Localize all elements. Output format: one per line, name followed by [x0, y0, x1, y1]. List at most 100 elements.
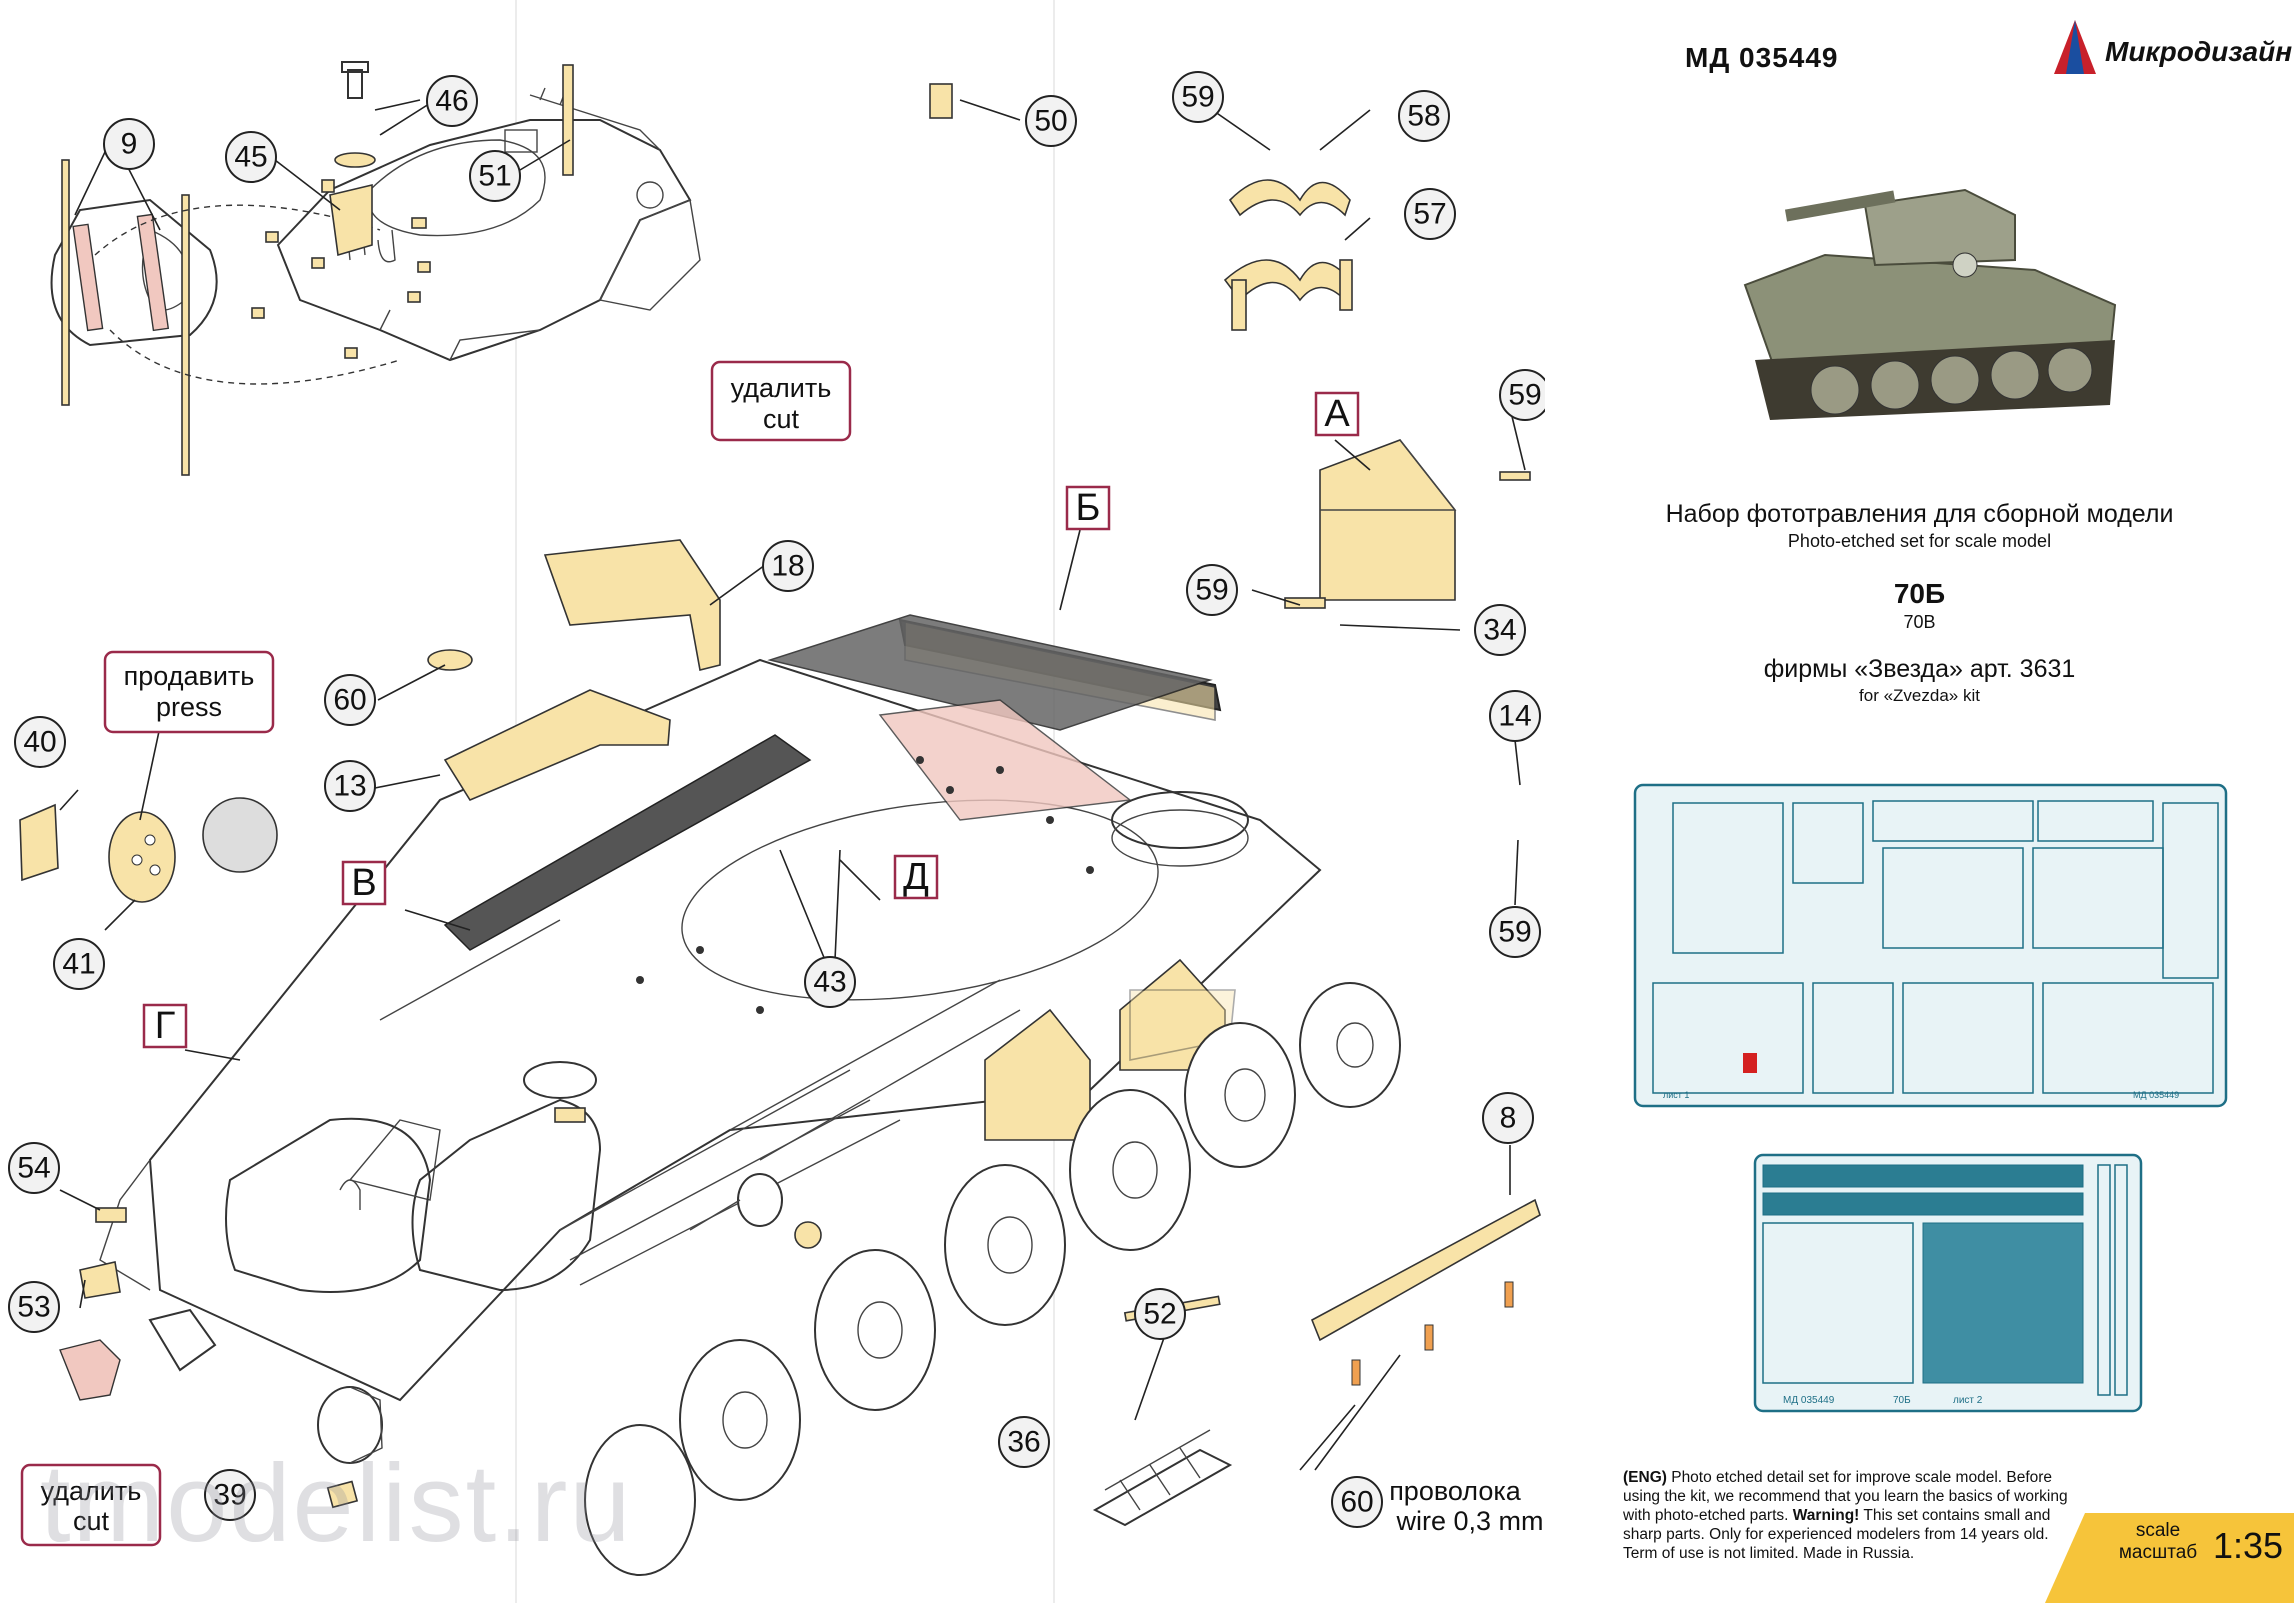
strip-part: [1310, 1198, 1541, 1386]
letter-marker-a: А: [1314, 391, 1360, 437]
stowage-box-a: [1284, 439, 1531, 609]
leader-lines: [59, 96, 1526, 1471]
svg-text:60: 60: [333, 684, 366, 717]
svg-text:59: 59: [1508, 379, 1541, 412]
product-code: МД 035449: [1685, 42, 1839, 73]
callout-34: 34: [1474, 604, 1526, 656]
svg-text:Г: Г: [155, 1005, 176, 1047]
svg-text:59: 59: [1181, 81, 1214, 114]
fan-parts: [19, 797, 278, 903]
svg-text:58: 58: [1407, 100, 1440, 133]
callout-59: 59: [1499, 369, 1545, 421]
fret-sheet-1: лист 1 МД 035449: [1633, 783, 2228, 1108]
clamps: [1223, 179, 1353, 331]
callout-53: 53: [8, 1281, 60, 1333]
svg-text:41: 41: [62, 948, 95, 981]
disclaimer-text: (ENG) Photo etched detail set for improv…: [1623, 1469, 2068, 1562]
svg-text:Д: Д: [903, 856, 929, 898]
callout-60: 60: [1331, 1476, 1383, 1528]
callout-59: 59: [1489, 906, 1541, 958]
svg-text:57: 57: [1413, 198, 1446, 231]
svg-text:8: 8: [1500, 1102, 1517, 1135]
svg-text:продавить: продавить: [124, 661, 255, 691]
turret: [251, 87, 701, 362]
svg-text:52: 52: [1143, 1298, 1176, 1331]
front-plates: [59, 1207, 359, 1509]
scale-band: [2045, 1513, 2294, 1603]
tarpaulin-roll: [50, 159, 401, 476]
brand-name: Микродизайн: [2105, 36, 2293, 67]
note-cut-turret: удалить cut: [710, 360, 852, 442]
svg-text:54: 54: [17, 1152, 50, 1185]
note-cut-front: удалить cut: [20, 1463, 162, 1547]
tank-photo: [1743, 188, 2117, 420]
svg-text:51: 51: [478, 160, 511, 193]
svg-text:wire 0,3 mm: wire 0,3 mm: [1395, 1506, 1543, 1536]
svg-text:39: 39: [213, 1479, 246, 1512]
callout-39: 39: [204, 1469, 256, 1521]
sheet-2-label: лист 2: [1953, 1395, 1983, 1406]
svg-text:59: 59: [1195, 574, 1228, 607]
svg-text:46: 46: [435, 85, 468, 118]
callout-18: 18: [762, 540, 814, 592]
svg-text:А: А: [1324, 393, 1350, 435]
callout-60: 60: [324, 674, 376, 726]
letter-marker-b: Б: [1065, 485, 1111, 531]
callout-14: 14: [1489, 690, 1541, 742]
callout-50: 50: [1025, 95, 1077, 147]
svg-text:press: press: [156, 692, 222, 722]
title-main-ru: Набор фототравления для сборной модели: [1665, 500, 2174, 528]
brand-logo-icon: [2054, 20, 2096, 74]
title-main-en: Photo-etched set for scale model: [1787, 531, 2052, 551]
callout-59: 59: [1172, 71, 1224, 123]
info-panel: МД 035449 Микродизайн Набор фототравлени…: [1545, 0, 2294, 1603]
kit-reference-en: for «Zvezda» kit: [1859, 686, 1980, 705]
svg-text:14: 14: [1498, 700, 1531, 733]
callout-36: 36: [998, 1416, 1050, 1468]
callout-40: 40: [14, 716, 66, 768]
headlight: [317, 1173, 822, 1464]
svg-text:cut: cut: [763, 404, 800, 434]
callout-52: 52: [1134, 1288, 1186, 1340]
svg-text:18: 18: [771, 550, 804, 583]
svg-text:60: 60: [1340, 1486, 1373, 1519]
svg-text:45: 45: [234, 141, 267, 174]
sheet-1-code: МД 035449: [2133, 1090, 2179, 1100]
model-name-ru: 70Б: [1893, 578, 1946, 609]
bracket-plates: [427, 539, 721, 802]
scale-value: 1:35: [2213, 1525, 2284, 1566]
road-wheels: [584, 982, 1401, 1576]
callout-58: 58: [1398, 90, 1450, 142]
callout-46: 46: [426, 75, 478, 127]
kit-reference-ru: фирмы «Звезда» арт. 3631: [1763, 655, 2076, 683]
note-press: продавить press: [103, 650, 275, 734]
watermark: tmodelist.ru: [40, 1442, 633, 1565]
svg-text:13: 13: [333, 770, 366, 803]
svg-text:53: 53: [17, 1291, 50, 1324]
svg-text:проволока: проволока: [1389, 1476, 1522, 1506]
svg-text:43: 43: [813, 966, 846, 999]
sheet-1-label: лист 1: [1663, 1090, 1689, 1100]
sheet-2-model: 70Б: [1893, 1395, 1911, 1406]
callout-59: 59: [1186, 564, 1238, 616]
letter-marker-v: В: [341, 860, 387, 906]
callout-43: 43: [804, 956, 856, 1008]
svg-text:Б: Б: [1076, 487, 1101, 529]
svg-text:удалить: удалить: [731, 373, 832, 403]
callout-13: 13: [324, 760, 376, 812]
callout-9: 9: [103, 118, 155, 170]
svg-text:36: 36: [1007, 1426, 1040, 1459]
svg-text:В: В: [351, 862, 376, 904]
svg-text:40: 40: [23, 726, 56, 759]
svg-text:cut: cut: [73, 1506, 110, 1536]
callout-45: 45: [225, 131, 277, 183]
callout-41: 41: [53, 938, 105, 990]
callout-8: 8: [1482, 1092, 1534, 1144]
svg-text:34: 34: [1483, 614, 1516, 647]
engine-grille: [767, 614, 1222, 731]
title-block: Набор фототравления для сборной модели P…: [1545, 500, 2294, 706]
callout-57: 57: [1404, 188, 1456, 240]
svg-text:удалить: удалить: [41, 1476, 142, 1506]
svg-text:59: 59: [1498, 916, 1531, 949]
